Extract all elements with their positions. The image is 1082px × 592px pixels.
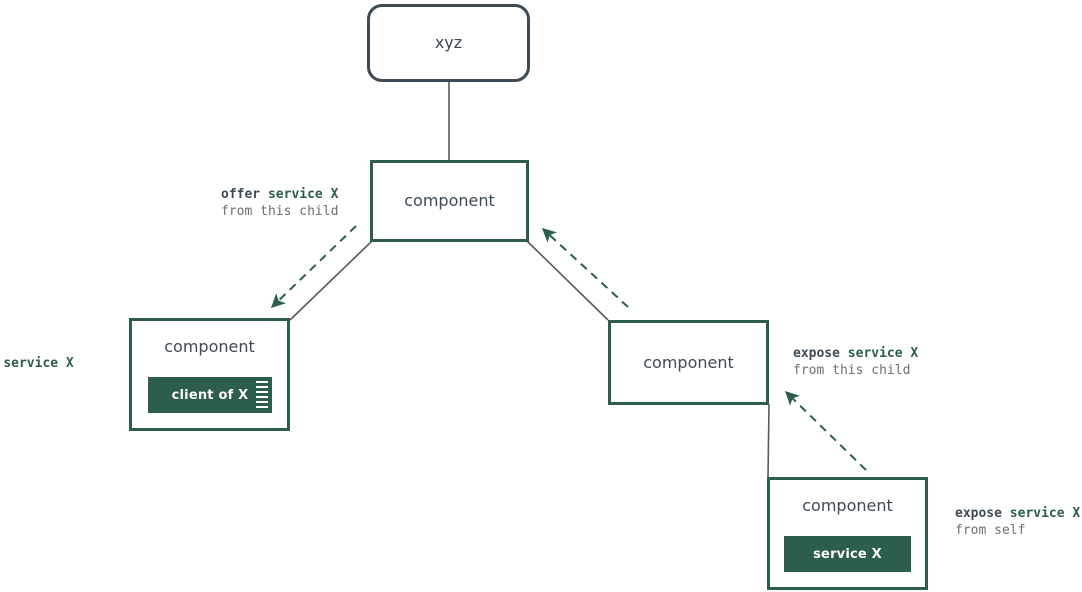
label-offer-service-x-sub: from this child bbox=[221, 204, 339, 219]
label-expose-service-x-self-keyword: expose bbox=[955, 506, 1002, 521]
arrow-expose-service-x-child bbox=[541, 228, 629, 308]
label-offer-service-x-service: service X bbox=[267, 187, 339, 202]
label-expose-service-x-self: expose service X from self bbox=[955, 505, 1080, 539]
connector-pins-icon bbox=[256, 381, 268, 409]
edge-mid-to-right bbox=[526, 240, 609, 321]
arrow-expose-service-x-self bbox=[784, 391, 867, 471]
node-xyz-label: xyz bbox=[434, 33, 463, 52]
label-expose-service-x-child-service: service X bbox=[847, 346, 919, 361]
label-use-service-x: use service X bbox=[0, 355, 74, 372]
edge-mid-to-left bbox=[289, 240, 373, 321]
node-component-left[interactable]: component client of X bbox=[129, 318, 290, 431]
label-expose-service-x-self-sub: from self bbox=[955, 523, 1026, 538]
label-expose-service-x-child-sub: from this child bbox=[793, 363, 911, 378]
label-offer-service-x-keyword: offer bbox=[221, 187, 261, 202]
node-component-bottom-label: component bbox=[802, 496, 893, 515]
label-use-service-x-service: service X bbox=[3, 356, 74, 371]
node-component-left-label: component bbox=[164, 337, 255, 356]
node-component-mid[interactable]: component bbox=[370, 160, 529, 242]
chip-service-x-label: service X bbox=[813, 546, 882, 562]
chip-service-x[interactable]: service X bbox=[784, 536, 911, 572]
node-component-bottom[interactable]: component service X bbox=[767, 477, 928, 590]
label-expose-service-x-child-keyword: expose bbox=[793, 346, 840, 361]
label-expose-service-x-self-service: service X bbox=[1009, 506, 1081, 521]
label-offer-service-x: offer service X from this child bbox=[221, 186, 338, 220]
label-expose-service-x-child: expose service X from this child bbox=[793, 345, 918, 379]
chip-client-of-x-label: client of X bbox=[171, 387, 249, 403]
chip-client-of-x[interactable]: client of X bbox=[148, 377, 272, 413]
arrow-offer-service-x bbox=[270, 225, 357, 308]
node-component-mid-label: component bbox=[404, 191, 495, 210]
node-xyz[interactable]: xyz bbox=[367, 4, 530, 82]
edge-right-to-bottom bbox=[767, 403, 770, 479]
node-component-right-label: component bbox=[643, 352, 734, 372]
node-component-right[interactable]: component bbox=[608, 320, 769, 405]
